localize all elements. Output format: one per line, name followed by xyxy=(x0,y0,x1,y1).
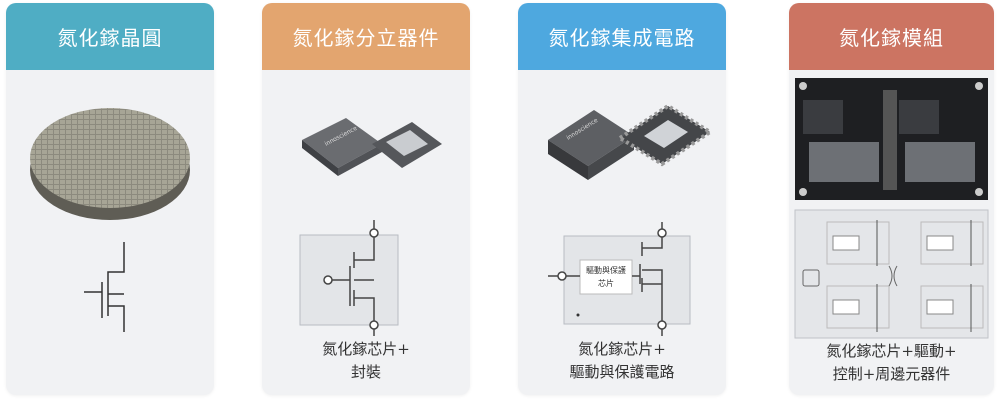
transistor-symbol xyxy=(299,220,399,336)
discrete-device-image: innoscience xyxy=(299,118,442,336)
caption-line: 封裝 xyxy=(350,363,381,381)
card-title: 氮化鎵集成電路 xyxy=(518,3,726,70)
card-title: 氮化鎵分立器件 xyxy=(262,3,470,70)
chip-top xyxy=(302,118,382,168)
caption-line: 氮化鎵芯片+驅動+ xyxy=(826,342,957,360)
module-image xyxy=(794,78,989,339)
caption-line: 控制+周邊元器件 xyxy=(832,365,951,383)
wafer-surface xyxy=(30,108,190,208)
card-gan-discrete: 氮化鎵分立器件 innoscience 氮化鎵芯片+ 封裝 xyxy=(262,3,470,395)
caption-line: 氮化鎵芯片+ xyxy=(578,340,666,358)
caption-line: 氮化鎵芯片+ xyxy=(322,340,410,358)
svg-text:驅動與保護: 驅動與保護 xyxy=(586,265,626,275)
card-caption: 氮化鎵芯片+ 驅動與保護電路 xyxy=(518,338,726,384)
caption-line: 驅動與保護電路 xyxy=(569,363,675,381)
svg-text:芯片: 芯片 xyxy=(598,278,614,288)
transistor-symbol xyxy=(84,242,125,332)
card-title: 氮化鎵模組 xyxy=(789,3,994,70)
pcb-photo xyxy=(795,78,988,200)
chip-bottom-pad xyxy=(386,130,428,156)
card-gan-wafer: 氮化鎵晶圓 xyxy=(6,3,214,395)
wafer-image xyxy=(30,108,190,332)
card-title: 氮化鎵晶圓 xyxy=(6,3,214,70)
card-caption: 氮化鎵芯片+ 封裝 xyxy=(262,338,470,384)
driver-chip-box: 驅動與保護 芯片 xyxy=(579,259,633,295)
card-gan-ic: 氮化鎵集成電路 innoscience 驅動與保護 芯片 氮化鎵芯片+ xyxy=(518,3,726,395)
card-caption: 氮化鎵芯片+驅動+ 控制+周邊元器件 xyxy=(789,340,994,386)
chip-bottom-pad xyxy=(644,120,688,148)
ic-image: innoscience 驅動與保護 芯片 xyxy=(548,103,714,336)
module-schematic xyxy=(794,209,989,339)
chip-top xyxy=(548,110,634,166)
transistor-symbol xyxy=(548,222,667,336)
card-gan-module: 氮化鎵模組 氮化鎵芯片+驅動+ 控制+周邊元器件 xyxy=(789,3,994,395)
